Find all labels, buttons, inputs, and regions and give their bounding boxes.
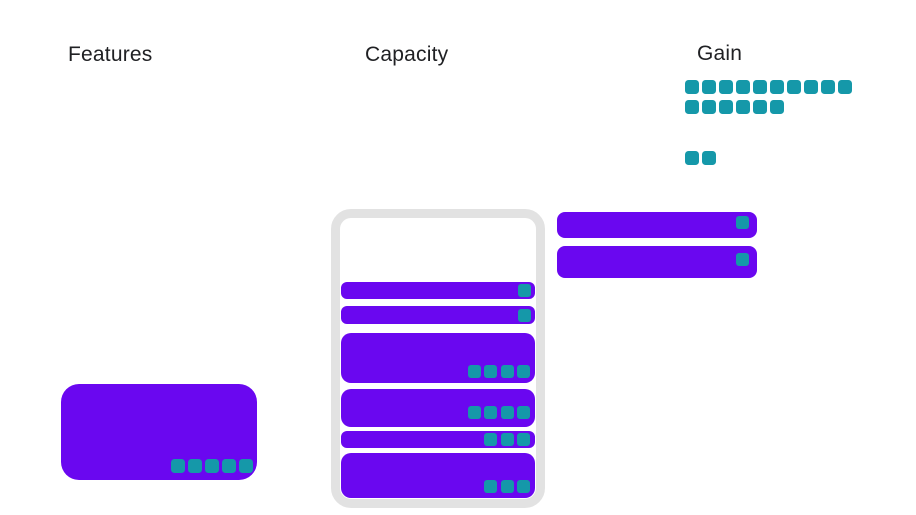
capacity-bar-2-chips (518, 308, 531, 322)
capacity-column-label: Capacity (365, 43, 449, 66)
capacity-bar-1 (341, 282, 535, 299)
capacity-unit-chip (467, 365, 481, 378)
capacity-unit-chip (500, 433, 514, 446)
capacity-unit-chip (500, 365, 514, 378)
capacity-unit-chip (518, 284, 531, 297)
gain-unit-chip (753, 100, 767, 114)
gain-chip-row-3 (685, 151, 716, 165)
capacity-container (331, 209, 545, 508)
capacity-bar-5-chips (484, 433, 530, 446)
gain-unit-chip (736, 80, 750, 94)
capacity-unit-chip (484, 406, 497, 419)
capacity-unit-chip (517, 480, 530, 493)
capacity-unit-chip (518, 308, 531, 322)
gain-unit-chip (753, 80, 767, 94)
capacity-unit-chip (484, 433, 497, 446)
gain-bar-1-chips (736, 216, 749, 234)
gain-unit-chip (736, 100, 750, 114)
capacity-bar-3 (341, 333, 535, 383)
capacity-unit-chip (517, 433, 530, 446)
capacity-unit-chip (517, 365, 530, 378)
gain-unit-chip (685, 100, 699, 114)
gain-chip-row-2 (685, 100, 784, 114)
gain-unit-chip (804, 80, 818, 94)
capacity-unit-chip (500, 406, 514, 419)
features-block-chips (171, 459, 253, 473)
gain-unit-chip (702, 80, 716, 94)
gain-unit-chip (821, 80, 835, 94)
gain-column-label: Gain (697, 42, 743, 65)
feature-unit-chip (239, 459, 253, 473)
gain-unit-chip (685, 80, 699, 94)
features-column-label: Features (68, 43, 153, 66)
gain-chip-row-1 (685, 80, 852, 94)
gain-bar-chip (736, 216, 749, 229)
capacity-bar-4 (341, 389, 535, 427)
gain-unit-chip (838, 80, 852, 94)
gain-bar-2-chips (736, 253, 749, 271)
gain-unit-chip (702, 100, 716, 114)
gain-unit-chip (770, 80, 784, 94)
capacity-unit-chip (517, 406, 530, 419)
capacity-bar-3-chips (467, 365, 530, 378)
feature-unit-chip (205, 459, 219, 473)
gain-bar-2 (557, 246, 757, 278)
gain-unit-chip (719, 80, 733, 94)
gain-unit-chip (702, 151, 716, 165)
capacity-unit-chip (484, 480, 497, 493)
feature-unit-chip (188, 459, 202, 473)
capacity-unit-chip (484, 365, 497, 378)
gain-unit-chip (685, 151, 699, 165)
gain-bar-1 (557, 212, 757, 238)
features-block (61, 384, 257, 480)
gain-bar-chip (736, 253, 749, 266)
capacity-bar-2 (341, 306, 535, 324)
gain-unit-chip (770, 100, 784, 114)
capacity-bar-6 (341, 453, 535, 498)
capacity-unit-chip (467, 406, 481, 419)
feature-unit-chip (171, 459, 185, 473)
capacity-bar-5 (341, 431, 535, 448)
gain-unit-chip (787, 80, 801, 94)
capacity-bar-1-chips (518, 284, 531, 297)
capacity-unit-chip (500, 480, 514, 493)
feature-unit-chip (222, 459, 236, 473)
capacity-bar-4-chips (467, 406, 530, 419)
capacity-bar-6-chips (484, 480, 530, 493)
gain-unit-chip (719, 100, 733, 114)
